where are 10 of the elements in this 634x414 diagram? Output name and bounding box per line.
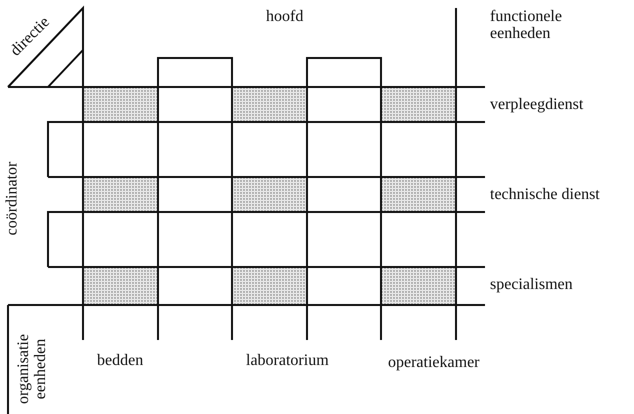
column-label: bedden xyxy=(97,352,144,369)
column-header-label: functionele eenheden xyxy=(490,8,563,42)
row-label: verpleegdienst xyxy=(490,96,584,113)
row-label: technische dienst xyxy=(490,186,600,203)
column-label: laboratorium xyxy=(246,352,329,369)
axis-label: organisatie eenheden xyxy=(15,333,49,406)
axis-label: coördinator xyxy=(3,162,20,236)
row-label: specialismen xyxy=(490,276,573,293)
heading-label: hoofd xyxy=(266,8,304,25)
column-label: operatiekamer xyxy=(388,354,480,371)
